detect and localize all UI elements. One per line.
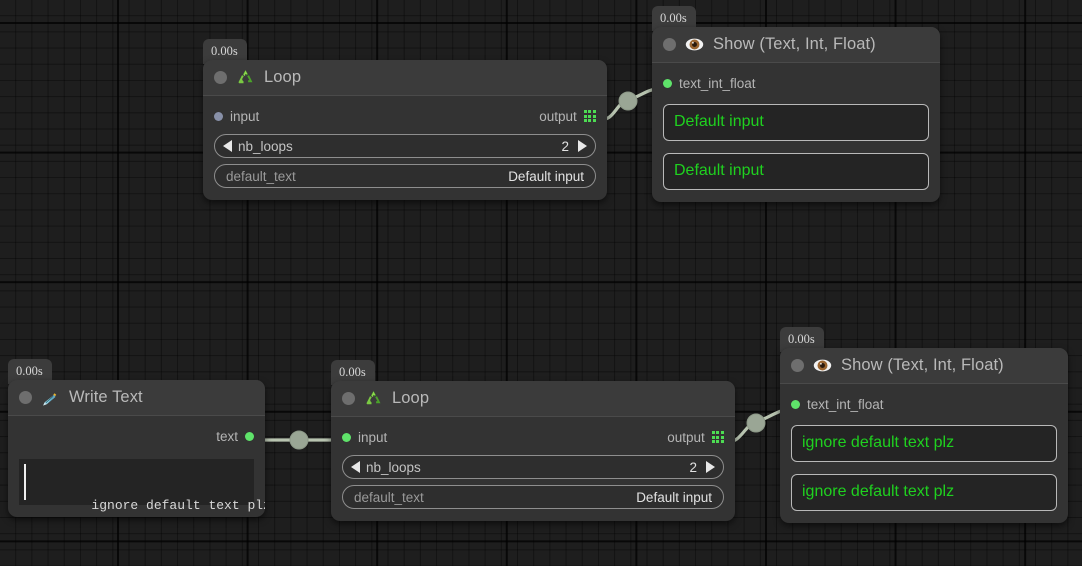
port-row: input output (342, 426, 724, 448)
port-row: text_int_float (791, 393, 1057, 415)
input-port[interactable]: input (214, 109, 259, 124)
eye-icon (813, 359, 832, 372)
param-value[interactable]: Default input (508, 168, 584, 184)
display-value-box: Default input (663, 104, 929, 141)
output-port[interactable]: text (216, 429, 254, 444)
param-name: default_text (354, 489, 424, 505)
output-port[interactable]: output (667, 430, 724, 445)
node-title: Loop (264, 68, 302, 86)
node-title: Write Text (69, 388, 143, 406)
param-name: nb_loops (366, 459, 421, 475)
param-nb-loops-stepper[interactable]: nb_loops 2 (342, 455, 724, 479)
input-port-dot-icon[interactable] (342, 432, 351, 442)
wire-handle-2[interactable] (289, 430, 309, 450)
text-input-area[interactable]: ignore default text plz (19, 459, 265, 513)
param-name: nb_loops (238, 138, 293, 154)
input-port-label: text_int_float (807, 396, 884, 412)
node-header[interactable]: Loop (331, 381, 735, 417)
collapse-dot-icon[interactable] (19, 391, 32, 404)
collapse-dot-icon[interactable] (214, 71, 227, 84)
grid-3x3-icon[interactable] (711, 430, 724, 444)
input-port-dot-icon[interactable] (791, 399, 800, 409)
param-name: default_text (226, 168, 296, 184)
collapse-dot-icon[interactable] (663, 38, 676, 51)
pen-nib-icon (43, 390, 59, 406)
input-port[interactable]: input (342, 430, 387, 445)
eye-icon (685, 38, 704, 51)
stepper-increment-icon[interactable] (578, 140, 587, 152)
collapse-dot-icon[interactable] (342, 392, 355, 405)
param-value[interactable]: 2 (689, 459, 697, 475)
param-value[interactable]: 2 (561, 138, 569, 154)
output-port[interactable]: output (539, 109, 596, 124)
execution-time-badge: 0.00s (780, 327, 824, 352)
input-port-dot-icon[interactable] (663, 78, 672, 88)
execution-time-badge: 0.00s (331, 360, 375, 385)
input-port-dot-icon[interactable] (214, 111, 223, 121)
display-value-box: ignore default text plz (791, 474, 1057, 511)
node-header[interactable]: Loop (203, 60, 607, 96)
stepper-decrement-icon[interactable] (351, 461, 360, 473)
input-port-label: text_int_float (679, 75, 756, 91)
node-title: Show (Text, Int, Float) (713, 35, 876, 53)
wire-handle-1[interactable] (618, 91, 638, 111)
param-nb-loops-stepper[interactable]: nb_loops 2 (214, 134, 596, 158)
input-port[interactable]: text_int_float (663, 76, 756, 91)
text-caret (24, 464, 26, 500)
input-port-label: input (230, 108, 260, 124)
input-port-label: input (358, 429, 388, 445)
node-title: Loop (392, 389, 430, 407)
execution-time-badge: 0.00s (8, 359, 52, 384)
port-row: text (19, 425, 254, 447)
output-port-label: output (667, 429, 705, 445)
output-port-label: output (539, 108, 577, 124)
stepper-decrement-icon[interactable] (223, 140, 232, 152)
wire-handle-3[interactable] (746, 413, 766, 433)
output-port-label: text (216, 428, 238, 444)
execution-time-badge: 0.00s (652, 6, 696, 31)
collapse-dot-icon[interactable] (791, 359, 804, 372)
input-port[interactable]: text_int_float (791, 397, 884, 412)
stepper-increment-icon[interactable] (706, 461, 715, 473)
text-input-value: ignore default text plz (91, 497, 265, 513)
grid-3x3-icon[interactable] (583, 109, 596, 123)
output-port-dot-icon[interactable] (245, 431, 254, 441)
node-header[interactable]: Show (Text, Int, Float) (652, 27, 940, 63)
node-header[interactable]: Show (Text, Int, Float) (780, 348, 1068, 384)
wire-loop-top-to-show-top[interactable] (599, 86, 661, 122)
param-value[interactable]: Default input (636, 489, 712, 505)
port-row: text_int_float (663, 72, 929, 94)
node-title: Show (Text, Int, Float) (841, 356, 1004, 374)
node-header[interactable]: Write Text (8, 380, 265, 416)
display-value-box: ignore default text plz (791, 425, 1057, 462)
recycle-icon (238, 70, 253, 84)
param-default-text-row[interactable]: default_text Default input (214, 164, 596, 188)
port-row: input output (214, 105, 596, 127)
recycle-icon (366, 391, 381, 405)
display-value-box: Default input (663, 153, 929, 190)
execution-time-badge: 0.00s (203, 39, 247, 64)
param-default-text-row[interactable]: default_text Default input (342, 485, 724, 509)
